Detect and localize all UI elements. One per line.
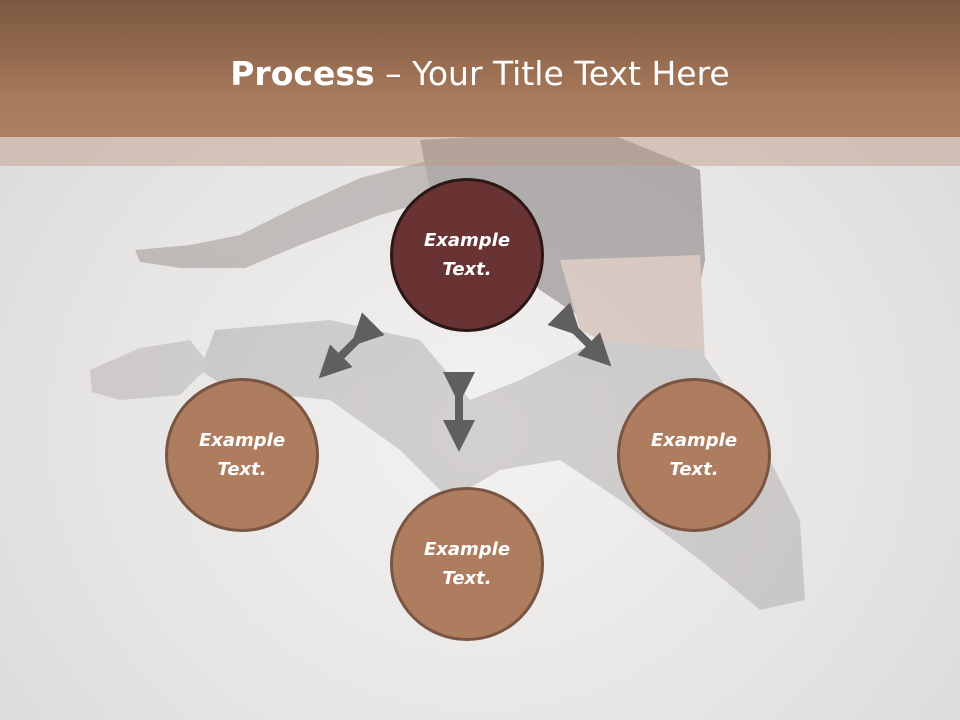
title-bold: Process [230, 54, 375, 93]
node-left-label: Example Text. [198, 430, 286, 480]
node-top: Example Text. [390, 178, 544, 332]
arrow-top-right [547, 302, 612, 367]
title-bar-strip [0, 137, 960, 166]
arrow-top-left [318, 312, 385, 379]
node-left: Example Text. [165, 378, 319, 532]
node-right-label: Example Text. [650, 430, 738, 480]
title-bar [0, 0, 960, 137]
title-rest: – Your Title Text Here [374, 54, 730, 93]
node-top-label: Example Text. [423, 230, 511, 280]
node-bottom: Example Text. [390, 487, 544, 641]
node-right: Example Text. [617, 378, 771, 532]
node-bottom-label: Example Text. [423, 539, 511, 589]
slide-title: Process – Your Title Text Here [0, 52, 960, 96]
